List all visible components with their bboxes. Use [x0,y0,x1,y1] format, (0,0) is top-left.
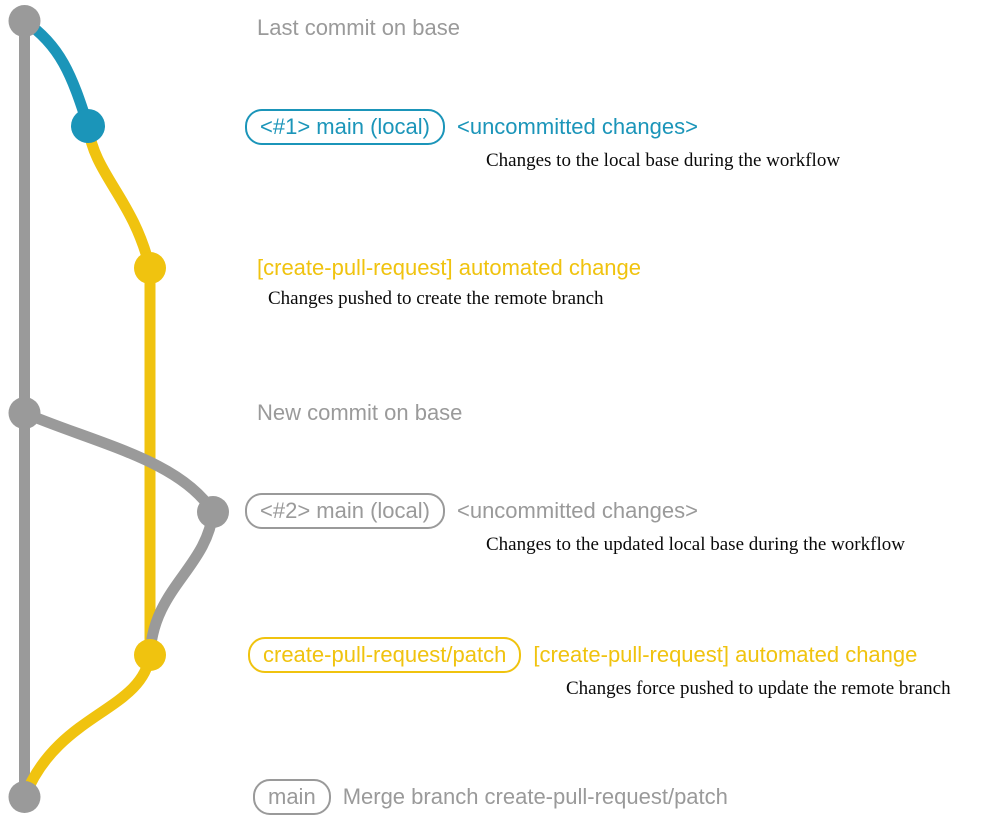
automated-change-label-2: [create-pull-request] automated change [533,642,918,667]
local-main-edge-2 [22,407,218,516]
commit-node-automated-2 [134,639,166,671]
automated-change-1-row: [create-pull-request] automated change C… [257,253,641,311]
branch-badge-patch: create-pull-request/patch [248,637,522,673]
patch-description: Changes force pushed to update the remot… [566,678,951,699]
branch-badge-main-local-2: <#2> main (local) [245,493,445,529]
branch-badge-main: main [253,779,331,815]
git-graph [8,5,229,813]
local-main-edge-1 [21,16,94,128]
local-2-description: Changes to the updated local base during… [486,534,905,555]
local-1-description: Changes to the local base during the wor… [486,150,841,171]
merge-commit-label: Merge branch create-pull-request/patch [342,784,728,809]
patch-branch-edge-1 [82,125,156,270]
commit-node-automated-1 [134,252,166,284]
automated-1-description: Changes pushed to create the remote bran… [268,288,604,309]
branch-badge-main-local-1: <#1> main (local) [245,109,445,145]
commit-node-local-2 [197,496,229,528]
merge-edge [19,653,156,800]
last-commit-label: Last commit on base [257,15,460,40]
local-main-edge-3 [144,511,219,656]
uncommitted-changes-label-2: <uncommitted changes> [456,498,698,523]
new-commit-label: New commit on base [257,400,463,425]
commit-node-base-last [8,5,41,37]
commit-node-merge [8,781,41,813]
automated-change-label-1: [create-pull-request] automated change [257,255,642,280]
commit-node-local-1 [71,109,105,143]
patch-branch-row: create-pull-request/patch [create-pull-r… [248,637,951,701]
local-main-1-row: <#1> main (local) <uncommitted changes> … [245,109,840,173]
merge-row: main Merge branch create-pull-request/pa… [253,779,728,815]
local-main-2-row: <#2> main (local) <uncommitted changes> … [245,493,905,557]
uncommitted-changes-label-1: <uncommitted changes> [456,114,698,139]
commit-node-base-new [8,397,41,429]
